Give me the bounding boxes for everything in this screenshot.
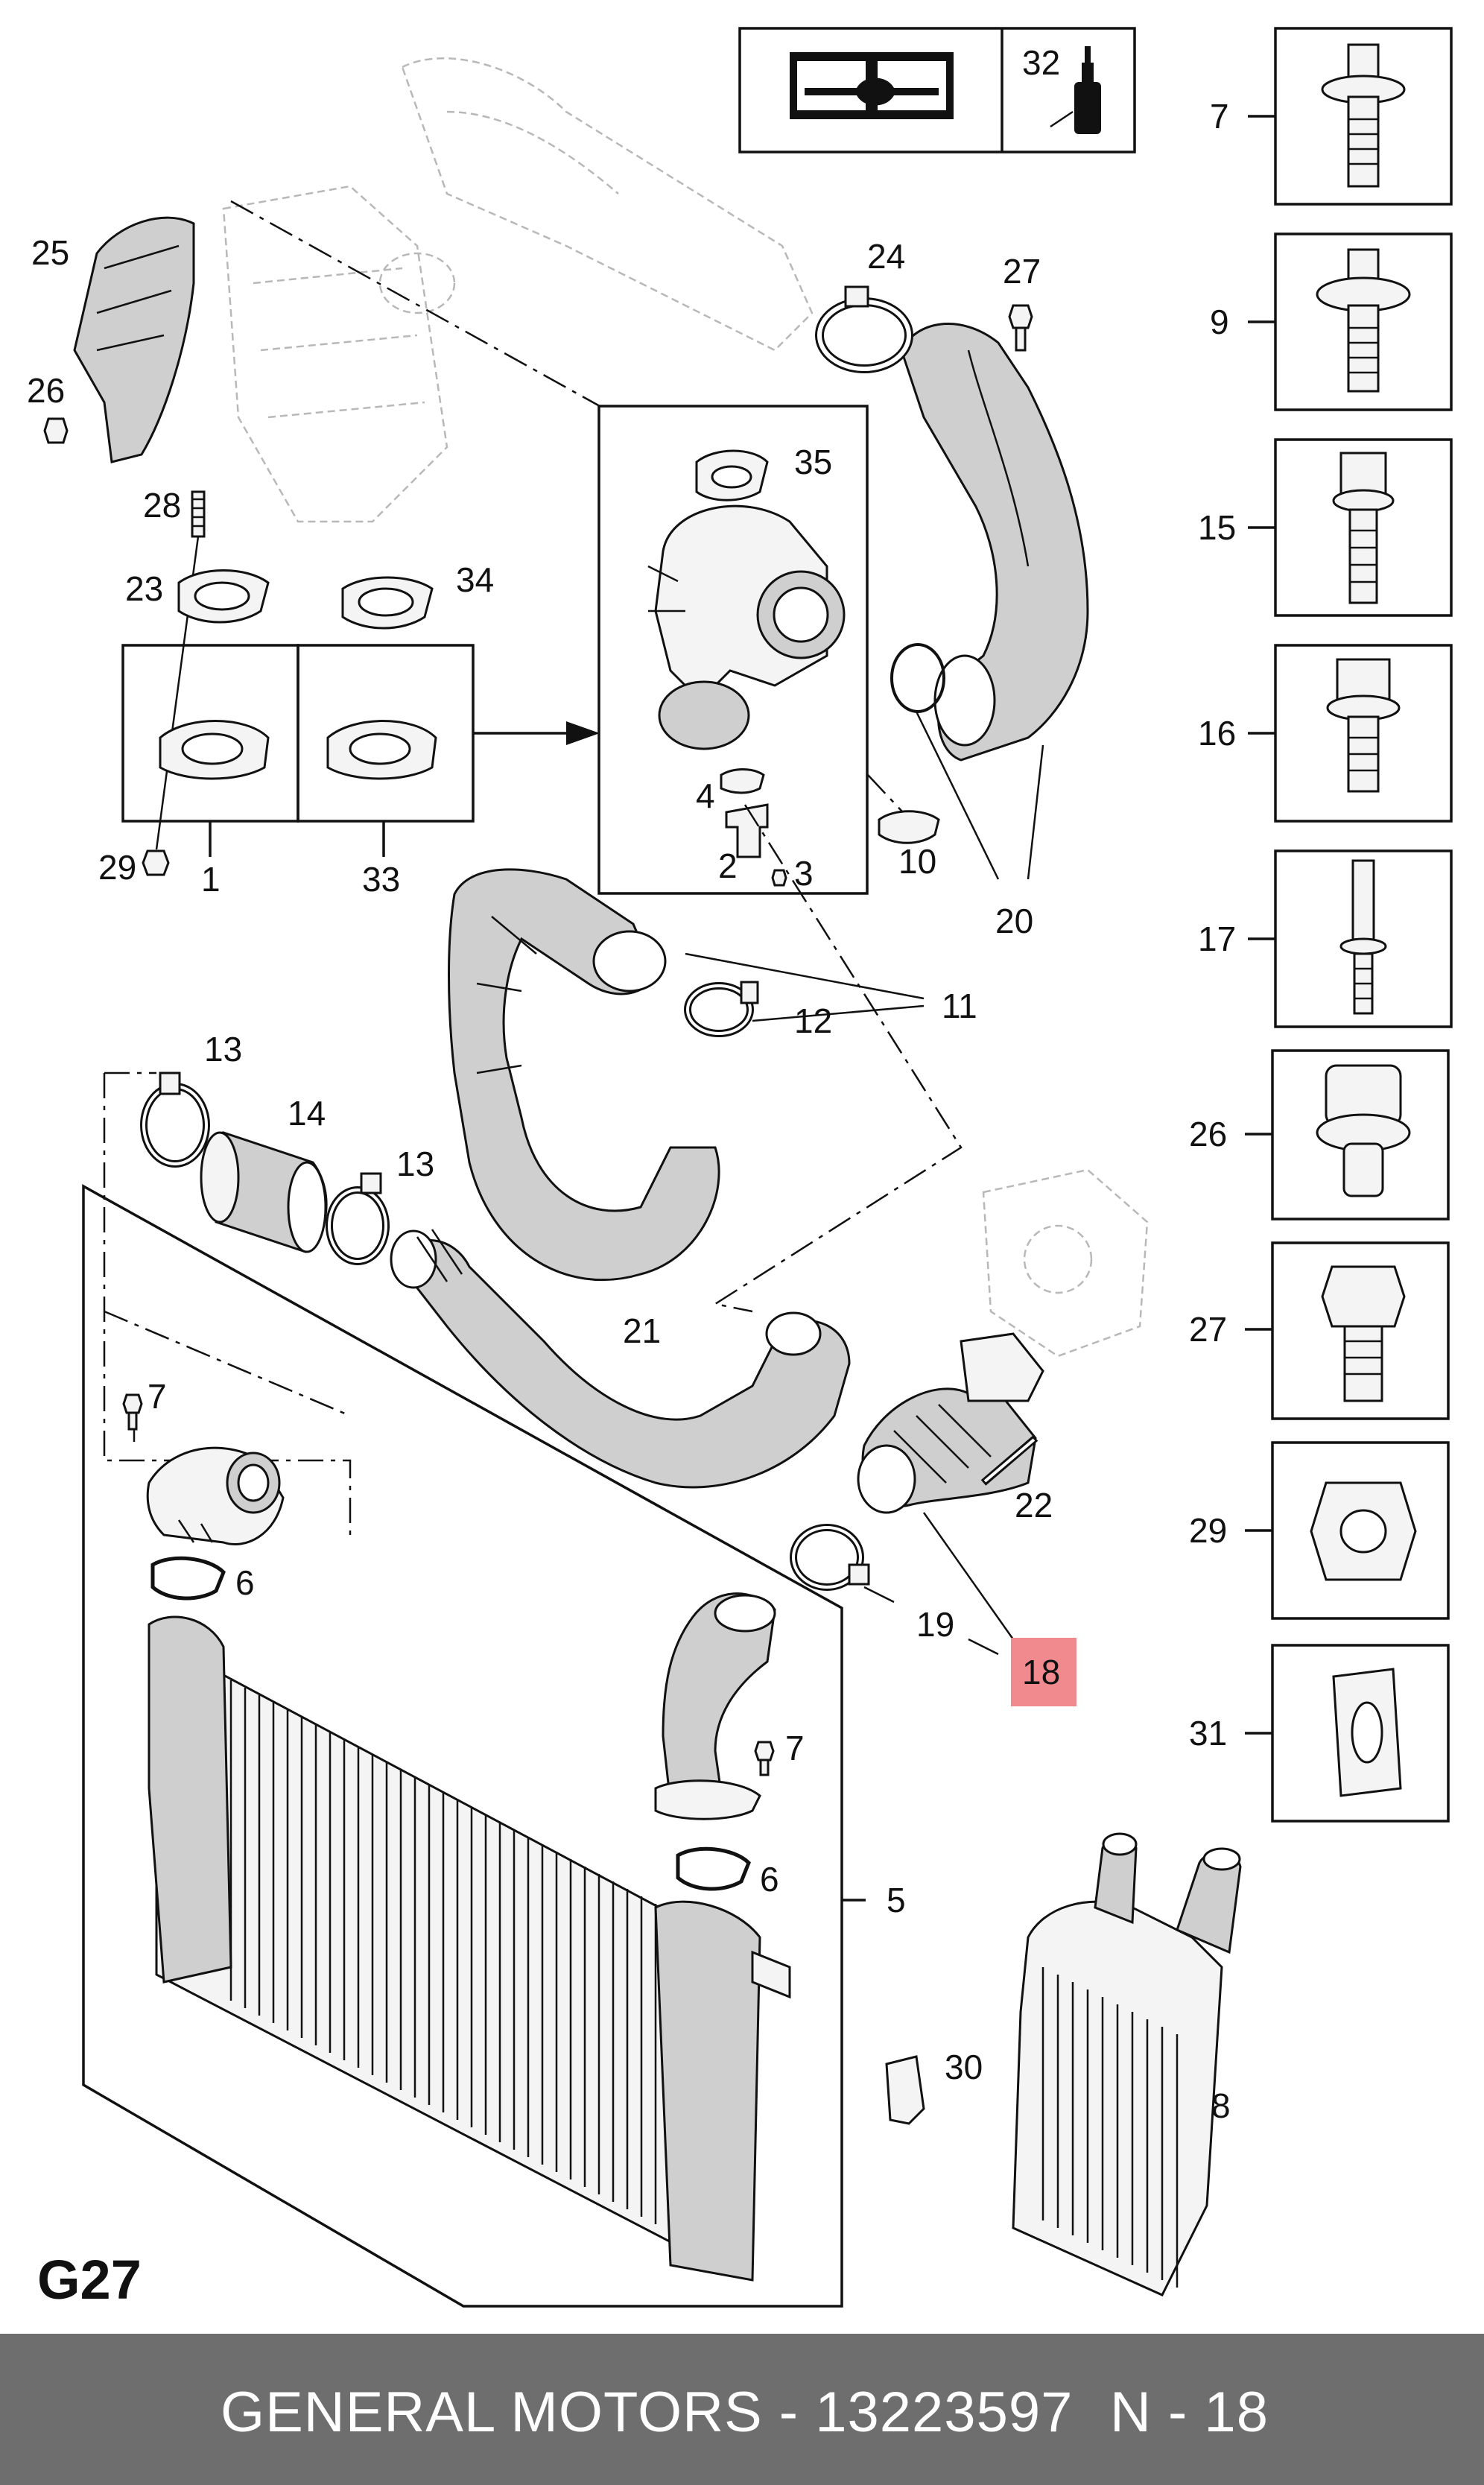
- flange-bolt-icon: [1332, 452, 1395, 604]
- callout-28: 28: [143, 486, 181, 525]
- sidebar-label-27: 27: [1189, 1310, 1227, 1349]
- stud-28: 28: [143, 486, 206, 850]
- callout-23: 23: [125, 569, 163, 608]
- service-info-box: 32: [738, 27, 1136, 153]
- callout-33: 33: [362, 860, 400, 899]
- callout-34: 34: [456, 560, 494, 599]
- highlight-box: [1011, 1638, 1076, 1706]
- callout-11: 11: [942, 987, 977, 1025]
- bolt-7-top: 7: [122, 1377, 167, 1442]
- callout-21: 21: [623, 1311, 661, 1350]
- callout-5: 5: [887, 1881, 906, 1919]
- hose-clamp-12: 12: [684, 981, 925, 1040]
- callout-8: 8: [1211, 2086, 1231, 2125]
- bolt-7-right: 7: [754, 1729, 805, 1776]
- bolt-27: 27: [1003, 252, 1041, 352]
- stud-bolt-icon: [1339, 859, 1387, 1015]
- callout-20: 20: [995, 902, 1033, 940]
- sidebar-label-15: 15: [1198, 508, 1236, 547]
- sidebar-label-16: 16: [1198, 714, 1236, 753]
- highlighted-callout-18[interactable]: 18: [1011, 1638, 1076, 1706]
- callout-35: 35: [794, 443, 832, 481]
- flange-bolt-icon: [1321, 43, 1406, 188]
- hex-bolt-icon: [1321, 1265, 1406, 1402]
- callout-2: 2: [718, 846, 738, 885]
- callout-29: 29: [98, 848, 136, 887]
- sidebar-label-9: 9: [1210, 303, 1229, 341]
- charge-air-pipe-21: 21: [390, 1229, 851, 1489]
- callout-25: 25: [31, 233, 69, 272]
- gasket-34: 34: [341, 560, 494, 630]
- hex-nut-icon: [1310, 1481, 1417, 1581]
- plate-10: 10: [878, 810, 940, 881]
- callout-7b: 7: [785, 1729, 805, 1767]
- callout-22: 22: [1015, 1486, 1053, 1525]
- sidebar-label-26: 26: [1189, 1115, 1227, 1153]
- callout-24: 24: [867, 237, 905, 276]
- nut-29: 29: [98, 848, 170, 887]
- sidebar-label-29: 29: [1189, 1511, 1227, 1550]
- flange-bolt-icon: [1316, 248, 1411, 393]
- heat-shield-part-25: 25: [31, 216, 195, 463]
- sleeve-14: 14: [200, 1094, 328, 1253]
- intercooler-8: 8: [1012, 1832, 1242, 2296]
- page-code: G27: [37, 2249, 142, 2311]
- footer-reference: N - 18: [1110, 2381, 1269, 2444]
- bolt-22: 22: [980, 1435, 1053, 1525]
- sidebar-label-7: 7: [1210, 97, 1229, 136]
- sealant-bottle-icon: [1050, 46, 1101, 134]
- manual-wrench-icon: [790, 52, 954, 119]
- sidebar-label-31: 31: [1189, 1714, 1227, 1753]
- callout-1: 1: [201, 860, 221, 899]
- parts-diagram: 32 7 9 15: [27, 27, 1453, 2311]
- bolt-26: 26: [27, 371, 69, 444]
- fastener-sidebar: 7 9 15 16: [1189, 27, 1453, 1823]
- footer-part-title: GENERAL MOTORS - 13223597: [221, 2381, 1074, 2444]
- callout-4: 4: [696, 776, 715, 815]
- seal-6-top: 6: [150, 1556, 255, 1602]
- callout-14: 14: [288, 1094, 326, 1133]
- footer-bar: GENERAL MOTORS - 13223597 N - 18: [0, 2334, 1484, 2485]
- callout-6b: 6: [760, 1860, 779, 1899]
- callout-6a: 6: [235, 1563, 255, 1602]
- charge-air-hose-11: 11: [448, 868, 977, 1282]
- hose-clamp-24: 24: [815, 237, 913, 373]
- callout-27: 27: [1003, 252, 1041, 291]
- callout-10: 10: [898, 842, 936, 881]
- collar-nut-icon: [1316, 1064, 1411, 1197]
- seal-6-right: 6: [676, 1846, 779, 1899]
- outlet-pipe: [654, 1592, 776, 1820]
- hose-clamp-13-left: 13: [140, 1030, 242, 1168]
- callout-13b: 13: [396, 1145, 434, 1183]
- callout-12: 12: [794, 1001, 832, 1040]
- flange-kit-box: 1 33: [121, 644, 600, 899]
- intercooler-assembly-frame: 5: [82, 1184, 906, 2308]
- o-ring: [890, 643, 1044, 880]
- sidebar-label-17: 17: [1198, 919, 1236, 958]
- callout-30: 30: [945, 2048, 983, 2086]
- fastener-box-27: [1271, 1241, 1450, 1420]
- callout-7a: 7: [148, 1377, 167, 1416]
- callout-18: 18: [1022, 1653, 1060, 1691]
- elbow-fitting-left: [146, 1446, 285, 1545]
- hose-clamp-13-right: 13: [326, 1145, 434, 1265]
- callout-13a: 13: [204, 1030, 242, 1069]
- intercooler-core: [148, 1615, 791, 2282]
- ghost-exhaust-manifold: [222, 57, 1149, 1358]
- gasket-23: 23: [125, 569, 270, 624]
- callout-19: 19: [916, 1605, 954, 1644]
- callout-32: 32: [1022, 43, 1060, 82]
- hose-clamp-19: 19: [790, 1524, 999, 1656]
- callout-26: 26: [27, 371, 65, 410]
- turbocharger-box: 35 4 2 3: [597, 405, 869, 895]
- clip-nut-icon: [1332, 1668, 1402, 1797]
- turbo-inlet-hose-20: [900, 323, 1089, 762]
- flange-bolt-icon: [1326, 658, 1401, 793]
- bracket-30: 30: [885, 2048, 983, 2125]
